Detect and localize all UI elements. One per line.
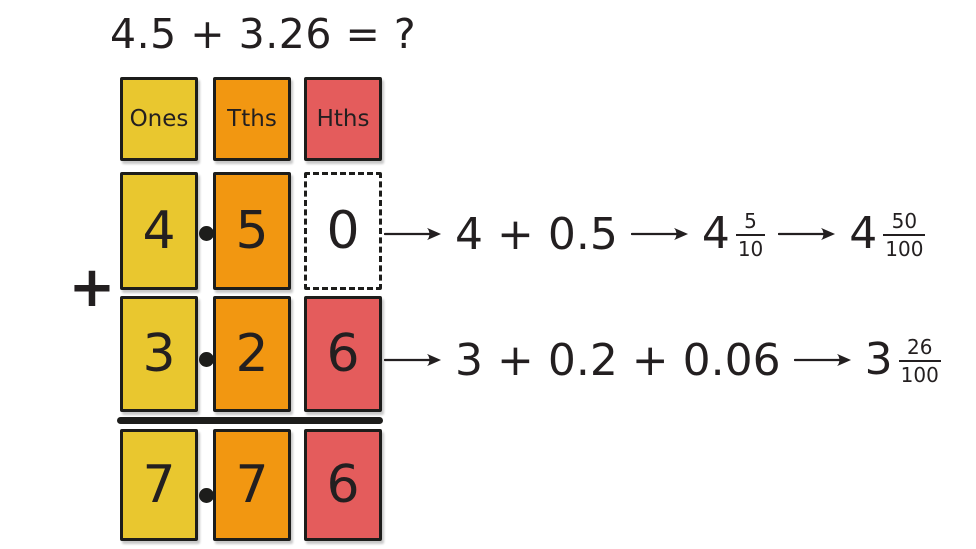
header-tenths-label: Tths xyxy=(227,105,277,132)
addend2-expansion: 3 + 0.2 + 0.06 3 26 100 xyxy=(384,316,941,404)
digit: 7 xyxy=(142,455,176,515)
cell-addend2-hundredths: 6 xyxy=(304,296,382,412)
arrow-right-icon xyxy=(630,227,688,241)
arrow-right-icon xyxy=(384,353,442,367)
header-ones-label: Ones xyxy=(129,105,189,132)
header-hundredths: Hths xyxy=(304,77,382,161)
fraction: 50 100 xyxy=(883,209,926,259)
numerator: 5 xyxy=(744,209,757,233)
cell-sum-tenths: 7 xyxy=(213,429,291,541)
denominator: 100 xyxy=(898,360,941,385)
digit: 7 xyxy=(235,455,269,515)
numerator: 26 xyxy=(906,335,933,359)
decimal-point xyxy=(199,488,214,503)
digit: 6 xyxy=(326,324,360,384)
numerator: 50 xyxy=(891,209,918,233)
mixed-number-hundredths: 4 50 100 xyxy=(849,208,926,259)
arrow-right-icon xyxy=(384,227,442,241)
arrow-right-icon xyxy=(778,227,836,241)
decimal-point xyxy=(199,352,214,367)
cell-sum-hundredths: 6 xyxy=(304,429,382,541)
expanded-form: 3 + 0.2 + 0.06 xyxy=(455,334,781,386)
cell-sum-ones: 7 xyxy=(120,429,198,541)
denominator: 100 xyxy=(883,234,926,259)
arrow-right-icon xyxy=(793,353,851,367)
fraction: 26 100 xyxy=(898,335,941,385)
denominator: 10 xyxy=(735,234,766,259)
digit: 5 xyxy=(235,201,269,261)
whole-number: 4 xyxy=(701,208,730,259)
digit: 2 xyxy=(235,324,269,384)
digit: 0 xyxy=(326,201,360,261)
problem-title: 4.5 + 3.26 = ? xyxy=(110,10,417,58)
header-tenths: Tths xyxy=(213,77,291,161)
whole-number: 3 xyxy=(864,334,893,385)
whole-number: 4 xyxy=(849,208,878,259)
digit: 3 xyxy=(142,324,176,384)
mixed-number-tenths: 4 5 10 xyxy=(701,208,766,259)
header-hundredths-label: Hths xyxy=(316,105,370,132)
decimal-point xyxy=(199,226,214,241)
mixed-number-hundredths: 3 26 100 xyxy=(864,334,941,385)
digit: 4 xyxy=(142,201,176,261)
cell-addend1-ones: 4 xyxy=(120,172,198,290)
equals-line xyxy=(117,417,383,424)
digit: 6 xyxy=(326,455,360,515)
cell-addend2-tenths: 2 xyxy=(213,296,291,412)
cell-addend1-hundredths-placeholder: 0 xyxy=(304,172,382,290)
addend1-expansion: 4 + 0.5 4 5 10 4 50 100 xyxy=(384,190,926,278)
expanded-form: 4 + 0.5 xyxy=(455,208,618,260)
plus-operator: + xyxy=(68,255,116,320)
header-ones: Ones xyxy=(120,77,198,161)
fraction: 5 10 xyxy=(735,209,766,259)
cell-addend1-tenths: 5 xyxy=(213,172,291,290)
cell-addend2-ones: 3 xyxy=(120,296,198,412)
